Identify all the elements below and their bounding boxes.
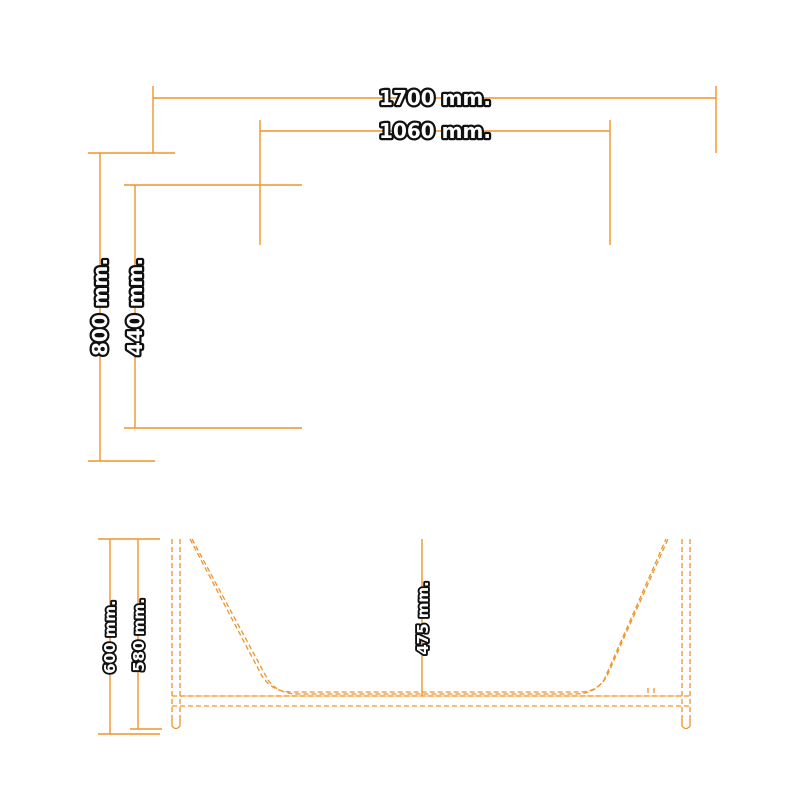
overall-height-dimension: 600 mm. xyxy=(98,538,160,735)
inner-depth-label: 475 mm. xyxy=(414,581,432,655)
right-foot xyxy=(681,720,691,730)
inner-depth-dimension: 475 mm. xyxy=(412,539,434,696)
overall-length-label: 1700 mm. xyxy=(379,86,491,110)
inner-width-dimension: 440 mm. xyxy=(121,184,302,429)
rim-height-label: 580 mm. xyxy=(130,598,148,672)
overall-height-label: 600 mm. xyxy=(101,600,119,674)
overall-width-label: 800 mm. xyxy=(88,258,112,356)
rim-height-dimension: 580 mm. xyxy=(128,539,162,730)
left-foot xyxy=(171,720,181,730)
top-view: 1700 mm. 1060 mm. 800 mm. 440 mm. xyxy=(86,84,717,462)
inner-length-label: 1060 mm. xyxy=(379,119,491,143)
bathtub-side-outline xyxy=(171,538,691,730)
overall-length-dimension: 1700 mm. xyxy=(152,84,717,153)
side-view: 600 mm. 580 mm. 475 mm. xyxy=(98,538,691,735)
overall-width-dimension: 800 mm. xyxy=(86,152,175,462)
inner-width-label: 440 mm. xyxy=(123,258,147,356)
inner-length-dimension: 1060 mm. xyxy=(259,117,611,245)
